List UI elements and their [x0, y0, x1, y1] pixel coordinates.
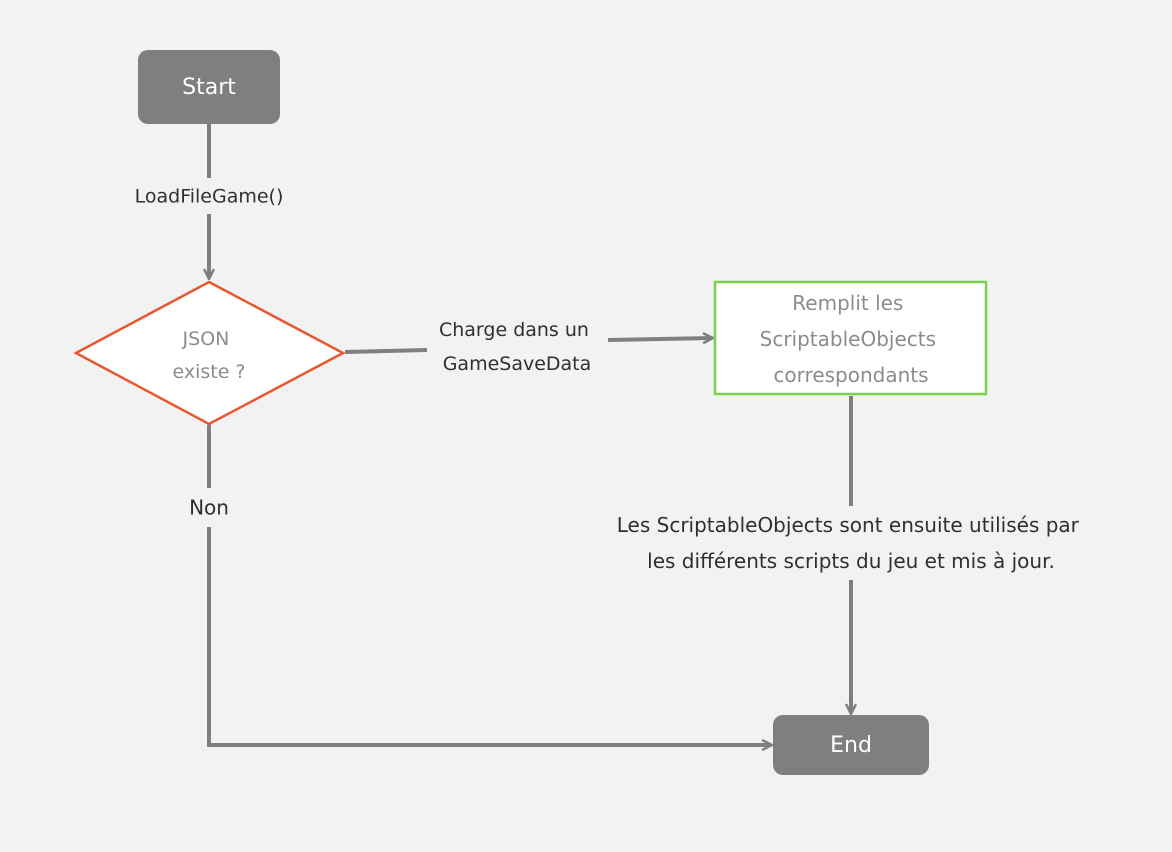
decision-label-line-2: existe ? — [172, 361, 245, 383]
end-node: End — [773, 715, 929, 775]
decision-label: JSON existe ? — [172, 328, 245, 383]
decision-diamond-shape — [73, 280, 346, 426]
end-label: End — [830, 733, 872, 758]
non-label: Non — [189, 496, 229, 520]
process-label-line-3: correspondants — [773, 363, 928, 387]
process-node: Remplit les ScriptableObjects correspond… — [713, 280, 988, 396]
usage-description-line-2: les différents scripts du jeu et mis à j… — [647, 549, 1055, 573]
connector-non-to-end — [207, 527, 771, 745]
start-node: Start — [138, 50, 280, 124]
usage-description-label: Les ScriptableObjects sont ensuite utili… — [617, 513, 1086, 573]
load-file-game-label: LoadFileGame() — [135, 186, 284, 208]
charge-label: Charge dans un GameSaveData — [439, 319, 595, 375]
process-label-line-2: ScriptableObjects — [760, 327, 936, 351]
charge-label-line-1: Charge dans un — [439, 319, 589, 341]
start-terminal-shape — [138, 50, 280, 124]
process-label-line-1: Remplit les — [792, 291, 903, 315]
start-label: Start — [182, 75, 236, 100]
end-terminal-shape — [773, 715, 929, 775]
process-box-shape — [713, 280, 988, 396]
charge-label-line-2: GameSaveData — [443, 353, 592, 375]
decision-label-line-1: JSON — [182, 328, 230, 350]
connector-decision-to-label — [344, 348, 428, 354]
connectors — [209, 124, 851, 745]
process-label: Remplit les ScriptableObjects correspond… — [760, 291, 943, 387]
usage-description-line-1: Les ScriptableObjects sont ensuite utili… — [617, 513, 1080, 537]
decision-node: JSON existe ? — [73, 280, 346, 426]
connector-label-to-process — [607, 338, 712, 340]
